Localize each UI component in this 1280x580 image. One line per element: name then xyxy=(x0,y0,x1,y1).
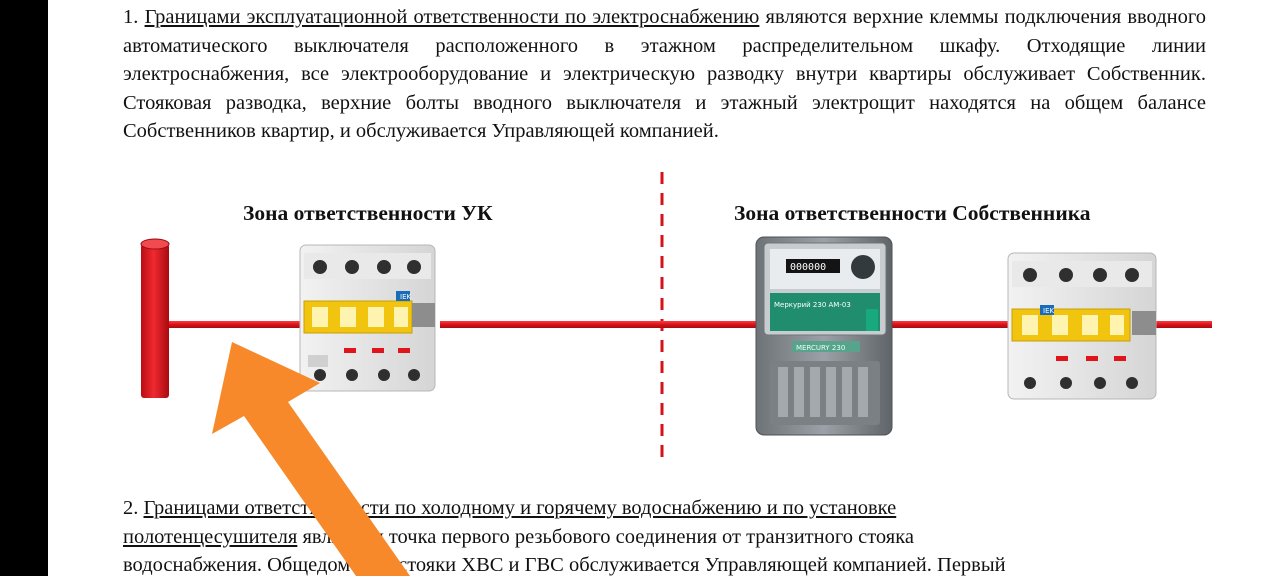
paragraph-body: являются верхние клеммы подключения ввод… xyxy=(123,6,1206,142)
riser-pipe xyxy=(140,238,170,398)
breaker-brand-label: IEK xyxy=(400,293,411,301)
paragraph-electric: 1. Границами эксплуатационной ответствен… xyxy=(123,3,1206,146)
zone-uk-title: Зона ответственности УК xyxy=(243,201,493,225)
cable-riser-to-breaker xyxy=(168,321,302,328)
meter-digits: 000000 xyxy=(790,262,826,273)
cable-breaker-to-meter xyxy=(440,321,756,328)
paragraph-heading-continued: полотенцесушителя xyxy=(123,525,298,548)
paragraph-heading: Границами эксплуатационной ответственнос… xyxy=(144,6,760,28)
left-margin-bar xyxy=(0,0,48,576)
paragraph-number: 1. xyxy=(123,6,139,28)
breaker-brand-label: IEK xyxy=(1043,307,1054,315)
electricity-meter: 000000 Меркурий 230 АМ-03 MERCURY 230 xyxy=(755,236,893,436)
input-circuit-breaker: IEK xyxy=(299,244,436,392)
meter-model-label: Меркурий 230 АМ-03 xyxy=(774,301,851,309)
apartment-circuit-breaker: IEK xyxy=(1007,252,1157,400)
paragraph-number: 2. xyxy=(123,497,139,519)
cable-meter-to-breaker xyxy=(892,321,1010,328)
zone-owner-title: Зона ответственности Собственника xyxy=(734,201,1091,225)
meter-brand-label: MERCURY 230 xyxy=(796,344,845,352)
paragraph-body-line3: водоснабжения. Общедомовые стояки ХВС и … xyxy=(123,554,1006,576)
paragraph-body: являются точка первого резьбового соедин… xyxy=(297,525,914,548)
cable-outgoing xyxy=(1156,321,1212,328)
orange-arrow-icon xyxy=(212,342,410,576)
